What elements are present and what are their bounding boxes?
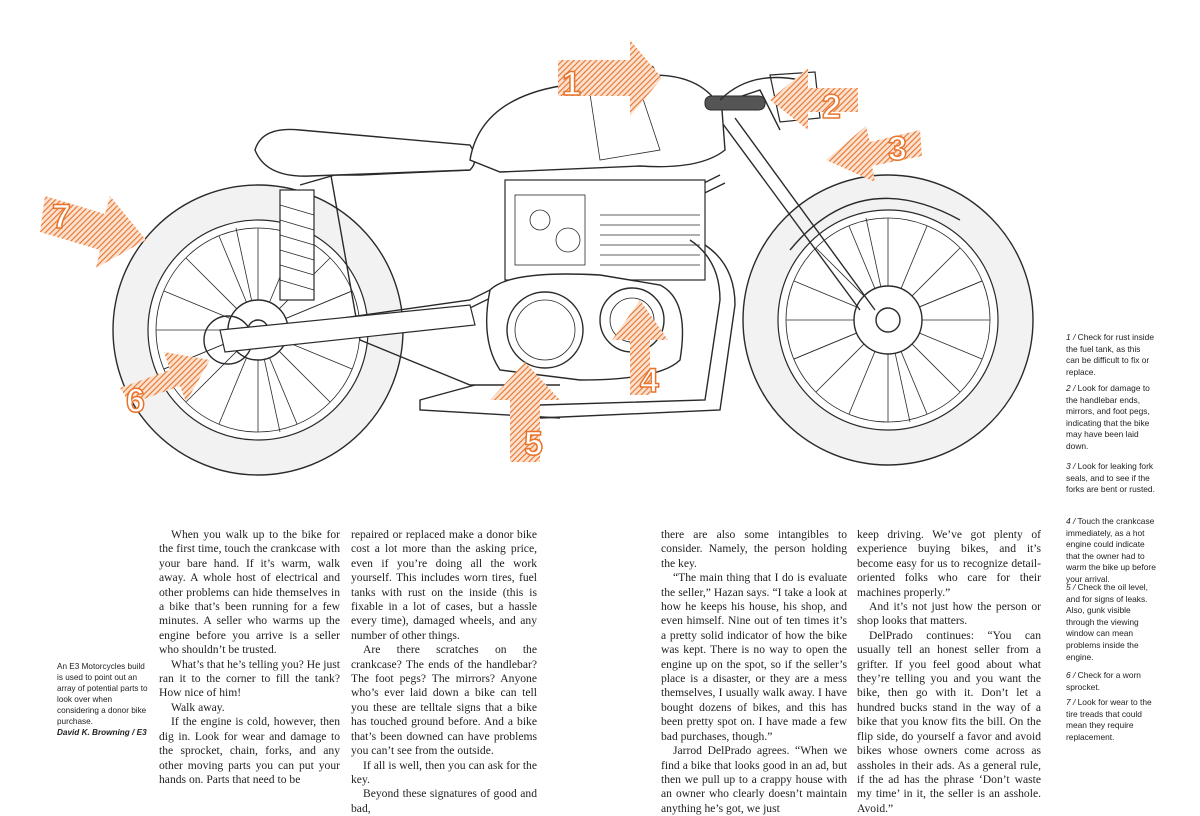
article-column-4: keep driving. We’ve got plenty of experi…: [857, 528, 1041, 816]
front-fender: [789, 197, 961, 251]
engine: [419, 179, 736, 419]
paragraph: And it’s not just how the person or shop…: [857, 600, 1041, 628]
sidebar-note-1: 1 / Check for rust inside the fuel tank,…: [1066, 332, 1156, 378]
paragraph: Are there scratches on the crankcase? Th…: [351, 643, 537, 758]
note-text: Check for a worn sprocket.: [1066, 670, 1141, 692]
note-text: Look for damage to the handlebar ends, m…: [1066, 383, 1150, 451]
callout-7-number: 7: [52, 198, 71, 236]
note-text: Check for rust inside the fuel tank, as …: [1066, 332, 1154, 377]
article-column-1: When you walk up to the bike for the fir…: [159, 528, 340, 787]
callout-5: 5: [490, 362, 560, 464]
caption-text: An E3 Motorcycles build is used to point…: [57, 662, 148, 726]
front-wheel: [742, 174, 1034, 466]
note-text: Touch the crankcase immediately, as a ho…: [1066, 516, 1156, 584]
paragraph: keep driving. We’ve got plenty of experi…: [857, 528, 1041, 599]
paragraph: “The main thing that I do is evaluate th…: [661, 571, 847, 743]
callout-1: 1: [558, 40, 662, 116]
paragraph: repaired or replaced make a donor bike c…: [351, 528, 537, 642]
note-number: 1 /: [1066, 332, 1076, 342]
callout-4: 4: [612, 300, 668, 401]
note-text: Check the oil level, and for signs of le…: [1066, 582, 1148, 662]
article-column-2: repaired or replaced make a donor bike c…: [351, 528, 537, 816]
callout-4-number: 4: [640, 362, 659, 400]
note-number: 6 /: [1066, 670, 1076, 680]
paragraph: What’s that he’s telling you? He just ra…: [159, 657, 340, 700]
paragraph: Jarrod DelPrado agrees. “When we find a …: [661, 744, 847, 815]
note-text: Look for wear to the tire treads that co…: [1066, 697, 1152, 742]
note-number: 7 /: [1066, 697, 1076, 707]
caption-credit: David K. Browning / E3: [57, 728, 147, 737]
sidebar-note-5: 5 / Check the oil level, and for signs o…: [1066, 582, 1156, 663]
callout-3-number: 3: [888, 130, 907, 168]
photo-caption: An E3 Motorcycles build is used to point…: [57, 661, 149, 738]
note-number: 3 /: [1066, 461, 1076, 471]
callout-1-number: 1: [562, 65, 581, 103]
callout-6: 6: [120, 352, 210, 421]
paragraph: DelPrado continues: “You can usually tel…: [857, 628, 1041, 815]
paragraph: If the engine is cold, however, then dig…: [159, 715, 340, 786]
callout-5-number: 5: [524, 425, 543, 463]
note-number: 4 /: [1066, 516, 1076, 526]
article-column-3: there are also some intangibles to consi…: [661, 528, 847, 816]
callout-7: 7: [40, 196, 146, 268]
motorcycle-illustration: 1 2 3 4 5 6 7: [40, 40, 1034, 476]
note-number: 5 /: [1066, 582, 1076, 592]
paragraph: Walk away.: [171, 700, 225, 714]
sidebar-note-2: 2 / Look for damage to the handlebar end…: [1066, 383, 1156, 453]
callout-2-number: 2: [822, 88, 841, 126]
note-number: 2 /: [1066, 383, 1076, 393]
paragraph: there are also some intangibles to consi…: [661, 528, 847, 570]
paragraph: If all is well, then you can ask for the…: [351, 758, 537, 786]
sidebar-note-6: 6 / Check for a worn sprocket.: [1066, 670, 1156, 693]
sidebar-note-4: 4 / Touch the crankcase immediately, as …: [1066, 516, 1156, 586]
sidebar-note-7: 7 / Look for wear to the tire treads tha…: [1066, 697, 1156, 743]
sidebar-note-3: 3 / Look for leaking fork seals, and to …: [1066, 461, 1156, 496]
callout-6-number: 6: [126, 382, 145, 420]
callout-2: 2: [770, 68, 858, 130]
paragraph: When you walk up to the bike for the fir…: [159, 528, 340, 657]
note-text: Look for leaking fork seals, and to see …: [1066, 461, 1155, 495]
callout-3: 3: [826, 126, 922, 182]
paragraph: Beyond these signatures of good and bad,: [351, 787, 537, 815]
